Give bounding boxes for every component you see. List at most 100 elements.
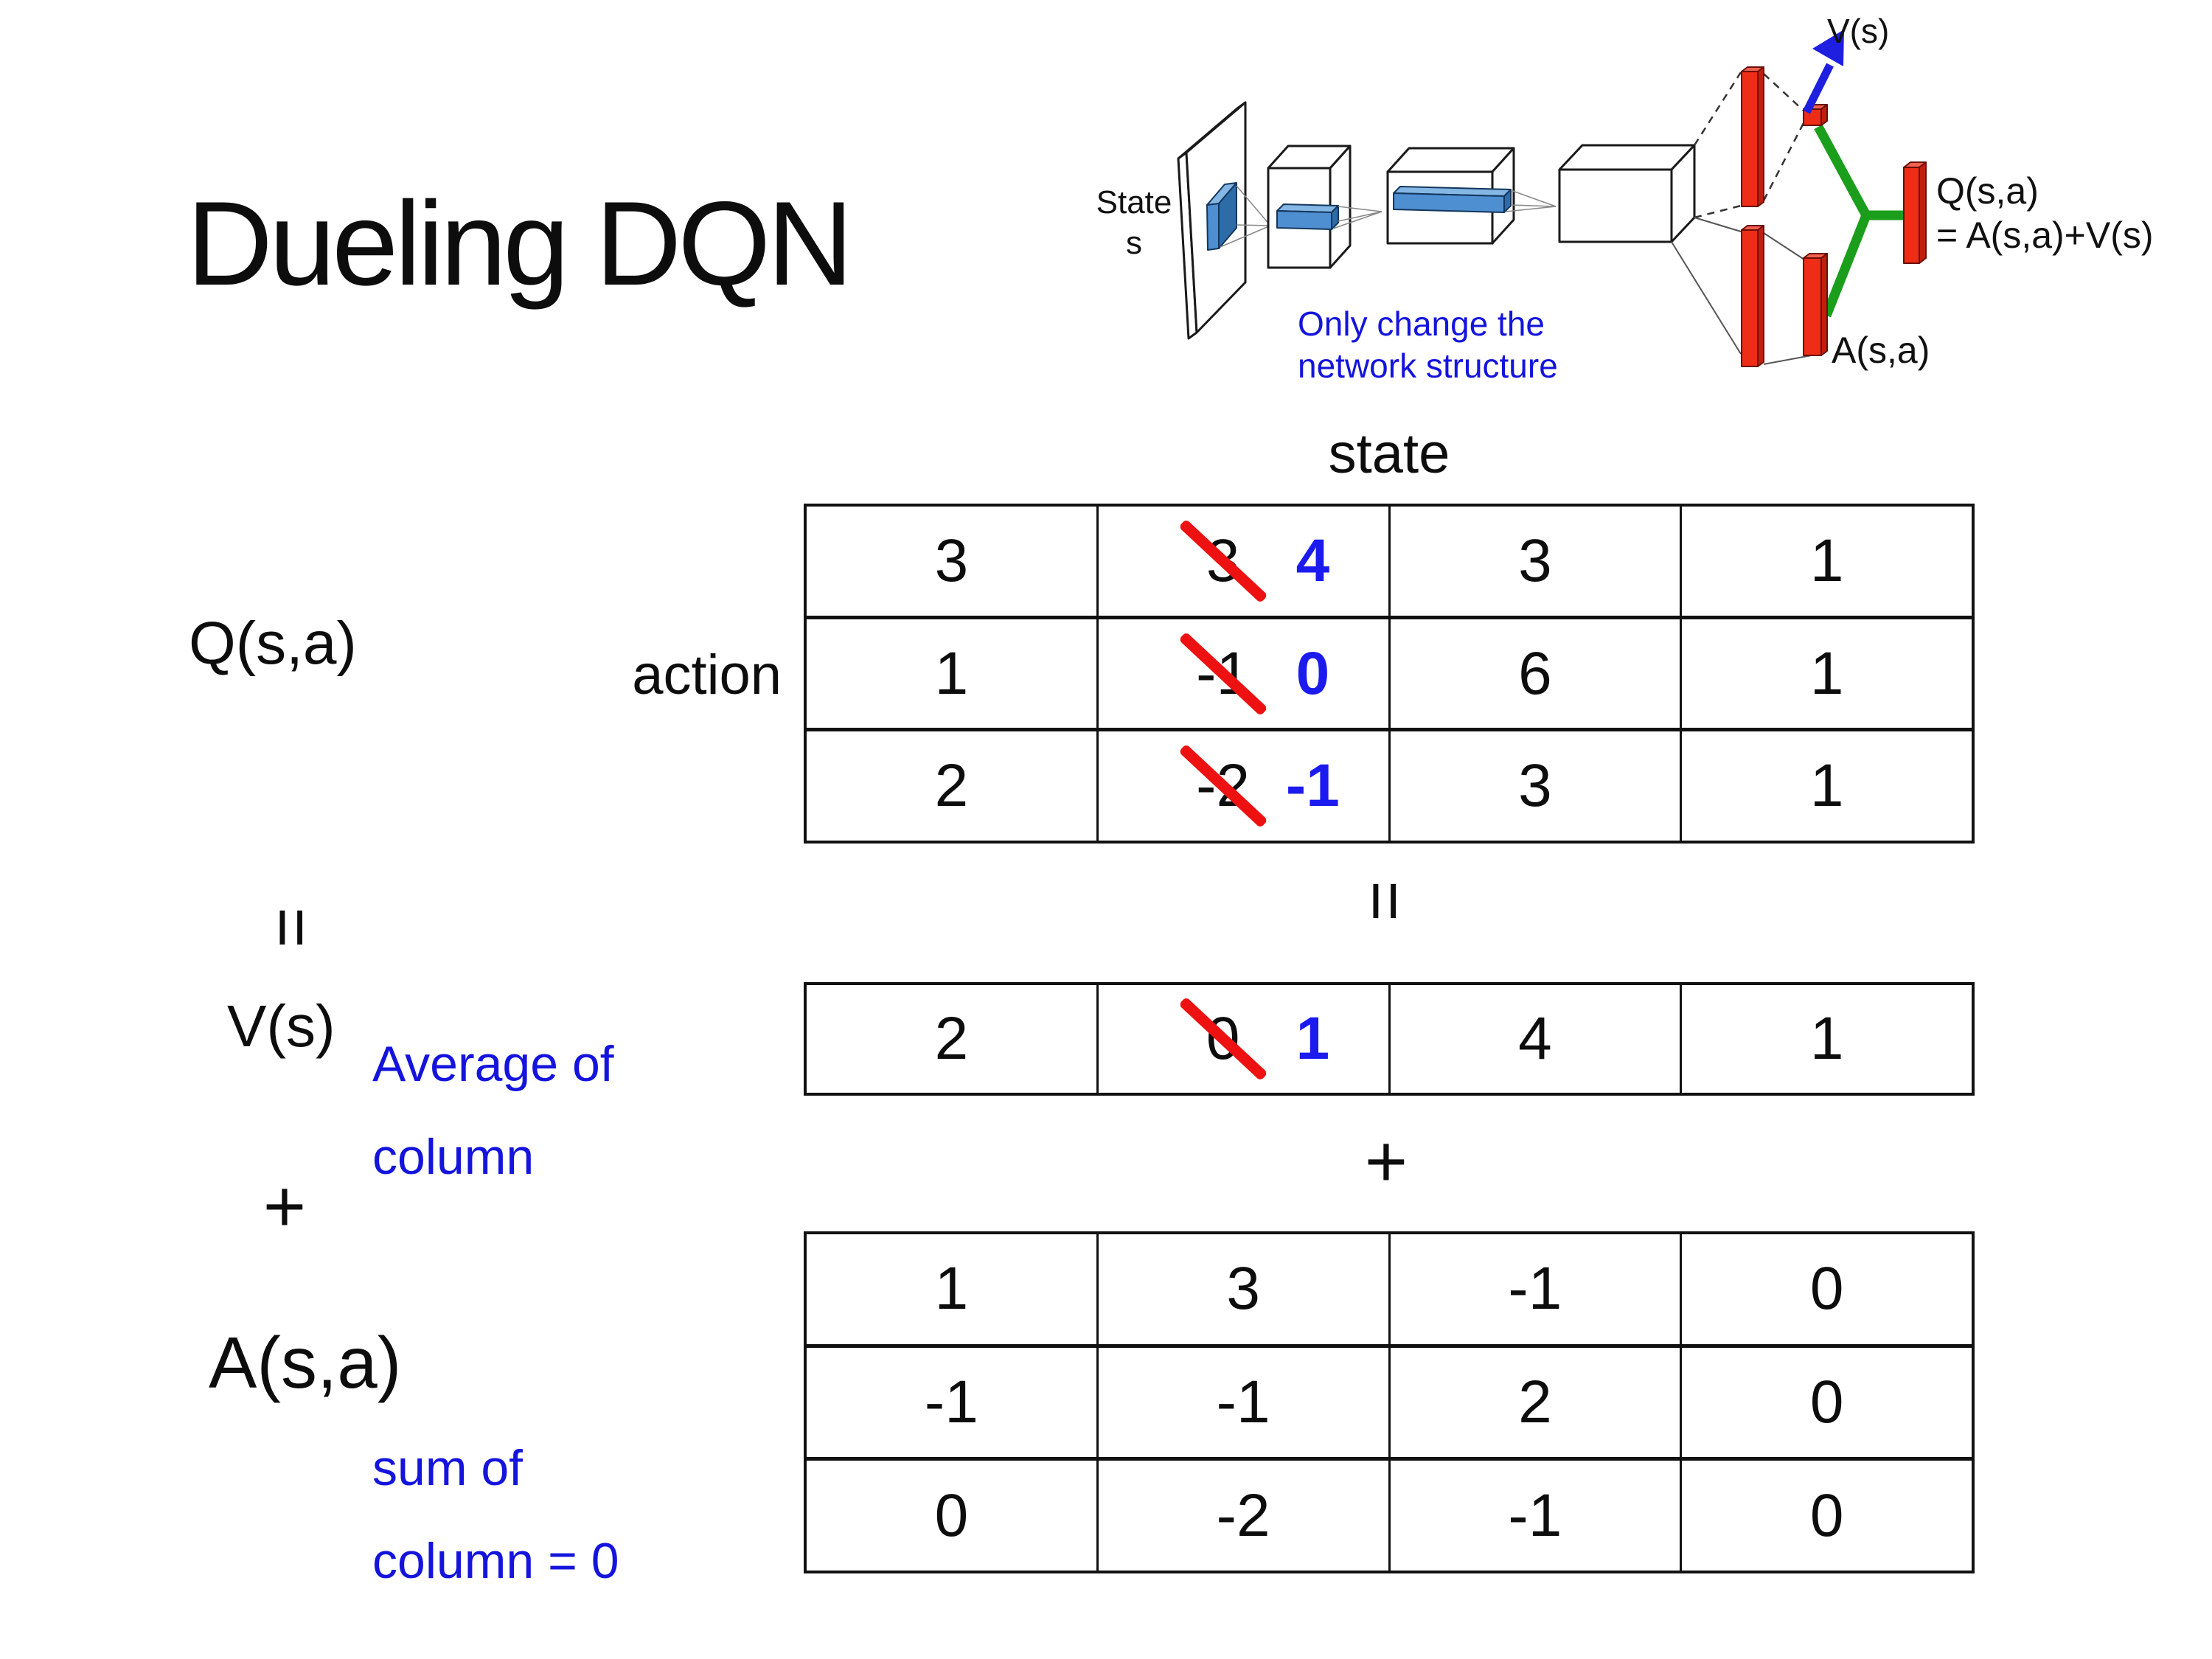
v-matrix-label: V(s) [227, 993, 335, 1059]
center-plus-sign: + [1364, 1120, 1408, 1203]
a-table-cell-r0c2: -1 [1391, 1234, 1683, 1344]
q-output-bar [1903, 161, 1927, 264]
q-table-cell-r0c1: 34 [1099, 507, 1391, 616]
v-table-cell-r0c3: 1 [1682, 985, 1972, 1093]
cell-value: 1 [1809, 752, 1844, 820]
v-note: Average of column [372, 1018, 614, 1203]
v-arrow-icon [1803, 29, 1844, 114]
cell-value: 0 [1809, 1255, 1844, 1323]
fc-bar-a [1741, 225, 1764, 367]
a-table-cell-r1c2: 2 [1391, 1347, 1683, 1458]
q-table-cell-r1c0: 1 [807, 619, 1099, 728]
a-matrix-label: A(s,a) [209, 1322, 402, 1403]
v-note-line2: column [372, 1129, 535, 1185]
diagram-q-formula: = A(s,a)+V(s) [1936, 215, 2154, 256]
a-table-cell-r0c3: 0 [1682, 1234, 1972, 1344]
q-matrix-label: Q(s,a) [189, 610, 357, 677]
q-table-cell-r2c3: 1 [1682, 731, 1972, 841]
v-table: 2 01 4 1 [804, 982, 1975, 1096]
network-diagram: State s [1096, 12, 2154, 385]
q-table-row-0: 3 34 3 1 [807, 507, 1972, 619]
v-table-cell-r0c0: 2 [807, 985, 1099, 1093]
new-value: 4 [1295, 526, 1330, 594]
a-table-cell-r0c0: 1 [807, 1234, 1099, 1344]
conv-box-4 [1558, 144, 1696, 243]
left-equals-sign: = [252, 907, 331, 948]
a-table-cell-r0c1: 3 [1099, 1234, 1391, 1344]
cell-value: 0 [1809, 1481, 1844, 1549]
new-value: 0 [1295, 639, 1330, 707]
a-stream-lines [1671, 217, 1816, 365]
v-table-cell-r0c2: 4 [1391, 985, 1683, 1093]
a-table-row-1: -1 -1 2 0 [807, 1347, 1972, 1461]
cell-value: 0 [934, 1481, 969, 1549]
a-table-cell-r1c3: 0 [1682, 1348, 1972, 1458]
a-table-row-2: 0 -2 -1 0 [807, 1461, 1972, 1571]
cell-value: 1 [1809, 639, 1844, 707]
cell-value: 2 [1518, 1368, 1552, 1436]
cell-value: 1 [934, 1255, 969, 1323]
v-stream-dashed-lines [1693, 72, 1805, 219]
diagram-a-label: A(s,a) [1832, 330, 1930, 371]
merge-lines [1814, 124, 1905, 318]
a-table: 1 3 -1 0 -1 -1 2 0 0 -2 -1 0 [804, 1231, 1975, 1573]
connector-lines-3 [1505, 189, 1557, 212]
v-table-cell-r0c1: 01 [1099, 985, 1391, 1093]
a-table-cell-r2c0: 0 [807, 1461, 1099, 1571]
q-table-cell-r2c2: 3 [1391, 731, 1683, 841]
q-table-cell-r0c0: 3 [807, 507, 1099, 616]
q-table-cell-r1c1: -10 [1099, 619, 1391, 728]
cell-value: 3 [1518, 752, 1552, 820]
a-table-cell-r2c3: 0 [1682, 1461, 1972, 1571]
a-note: sum of column = 0 [372, 1422, 619, 1607]
diagram-q-label: Q(s,a) [1936, 170, 2039, 212]
q-table-cell-r0c2: 3 [1391, 507, 1683, 616]
cell-value: -1 [1216, 1368, 1270, 1436]
a-note-line1: sum of [372, 1440, 524, 1496]
new-value: 1 [1295, 1005, 1330, 1072]
cell-value: 0 [1809, 1368, 1844, 1436]
q-table-cell-r2c1: -2-1 [1099, 731, 1391, 841]
cell-value: 6 [1518, 639, 1552, 707]
a-table-cell-r2c2: -1 [1391, 1461, 1683, 1571]
diagram-v-label: V(s) [1827, 12, 1889, 50]
action-header: action [632, 644, 782, 706]
state-header: state [1328, 422, 1450, 485]
q-table-cell-r1c2: 6 [1391, 619, 1683, 728]
connector-lines-1 [1220, 185, 1271, 248]
cell-value: 2 [934, 1005, 969, 1072]
left-plus-sign: + [262, 1165, 307, 1248]
center-equals-sign: = [1346, 880, 1425, 922]
cell-value: 1 [1809, 1005, 1844, 1072]
diagram-note-line2: network structure [1298, 347, 1558, 385]
v-note-line1: Average of [372, 1036, 614, 1092]
q-table-cell-r2c0: 2 [807, 731, 1099, 841]
cell-value: 3 [934, 526, 969, 594]
page-title: Dueling DQN [187, 177, 853, 310]
cell-value: -1 [1508, 1255, 1562, 1323]
cell-value: 3 [1518, 526, 1552, 594]
fc-bar-v [1741, 66, 1764, 207]
conv-filter-1 [1206, 182, 1237, 251]
diagram-note-line1: Only change the [1298, 305, 1545, 343]
cell-value: 1 [1809, 526, 1844, 594]
q-table-cell-r0c3: 1 [1682, 507, 1972, 616]
a-table-cell-r1c1: -1 [1099, 1347, 1391, 1458]
v-output-node [1803, 104, 1828, 126]
diagram-state-label: State [1096, 184, 1172, 220]
a-table-cell-r1c0: -1 [807, 1347, 1099, 1458]
cell-value: -1 [924, 1368, 978, 1436]
connector-lines-2 [1332, 206, 1382, 229]
a-table-cell-r2c1: -2 [1099, 1461, 1391, 1571]
q-table-row-2: 2 -2-1 3 1 [807, 731, 1972, 841]
new-value: -1 [1285, 752, 1340, 820]
cell-value: 3 [1226, 1255, 1260, 1323]
cell-value: -1 [1508, 1481, 1562, 1549]
q-table-cell-r1c3: 1 [1682, 619, 1972, 728]
v-table-row-0: 2 01 4 1 [807, 985, 1972, 1093]
cell-value: 2 [934, 752, 969, 820]
cell-value: 4 [1518, 1005, 1552, 1072]
